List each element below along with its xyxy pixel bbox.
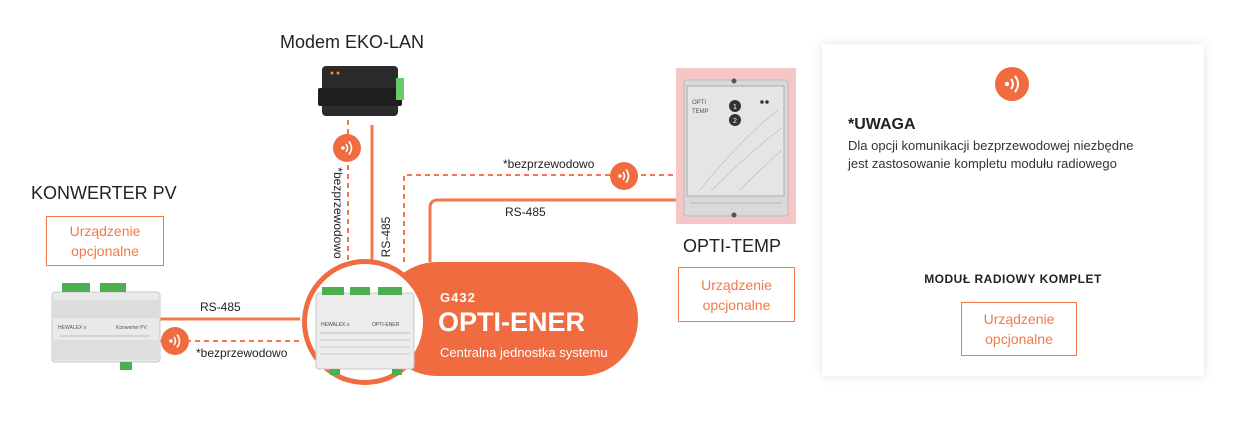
wireless-badge-konwerter: [160, 326, 190, 356]
konwerter-optional-badge: Urządzenie opcjonalne: [46, 216, 164, 266]
card-wireless-badge: [994, 66, 1030, 102]
note-text-line1: Dla opcji komunikacji bezprzewodowej nie…: [848, 138, 1134, 153]
wireless-signal-icon: [161, 327, 189, 355]
opti-temp-optional-badge: Urządzenie opcjonalne: [678, 267, 795, 322]
temp-rs485-label: RS-485: [505, 205, 546, 219]
central-name: OPTI-ENER: [438, 307, 586, 337]
svg-text:HEWALEX ≡: HEWALEX ≡: [58, 325, 87, 331]
central-code: G432: [440, 290, 476, 305]
wireless-signal-icon: [610, 162, 638, 190]
wireless-badge-temp: [609, 161, 639, 191]
wireless-signal-icon: [995, 67, 1029, 101]
svg-text:TEMP: TEMP: [692, 109, 709, 115]
note-card: *UWAGA Dla opcji komunikacji bezprzewodo…: [822, 44, 1204, 376]
module-optional-badge: Urządzenie opcjonalne: [961, 302, 1077, 356]
opti-temp-device: 1 2 OPTI TEMP: [676, 68, 796, 224]
modem-title: Modem EKO-LAN: [280, 32, 425, 52]
temp-wireless-line: [403, 174, 680, 262]
svg-text:Konwerter PV: Konwerter PV: [116, 325, 148, 331]
konwerter-device: HEWALEX ≡ Konwerter PV: [51, 283, 161, 370]
modem-rs485-label: RS-485: [379, 216, 393, 258]
svg-text:2: 2: [733, 118, 737, 125]
svg-text:OPTI-ENER: OPTI-ENER: [372, 322, 400, 328]
konwerter-title: KONWERTER PV: [31, 183, 177, 203]
konwerter-wireless-label: *bezprzewodowo: [196, 346, 288, 360]
svg-text:HEWALEX ≡: HEWALEX ≡: [321, 322, 350, 328]
svg-text:OPTI: OPTI: [692, 100, 706, 106]
central-subtitle: Centralna jednostka systemu: [440, 345, 608, 360]
modem-wireless-label: *bezprzewodowo: [331, 167, 345, 259]
konwerter-rs485-label: RS-485: [200, 300, 241, 314]
svg-text:1: 1: [733, 104, 737, 111]
temp-rs485-line: [428, 198, 680, 262]
modem-device: [318, 66, 404, 116]
temp-wireless-label: *bezprzewodowo: [503, 157, 595, 171]
note-text-line2: jest zastosowanie kompletu modułu radiow…: [848, 156, 1117, 171]
opti-temp-title: OPTI-TEMP: [683, 236, 781, 256]
note-title: *UWAGA: [848, 116, 916, 133]
module-label: MODUŁ RADIOWY KOMPLET: [924, 272, 1102, 286]
wireless-signal-icon: [333, 134, 361, 162]
central-pill-shape: HEWALEX ≡ OPTI-ENER: [302, 259, 638, 385]
wireless-badge-modem: [332, 133, 362, 163]
